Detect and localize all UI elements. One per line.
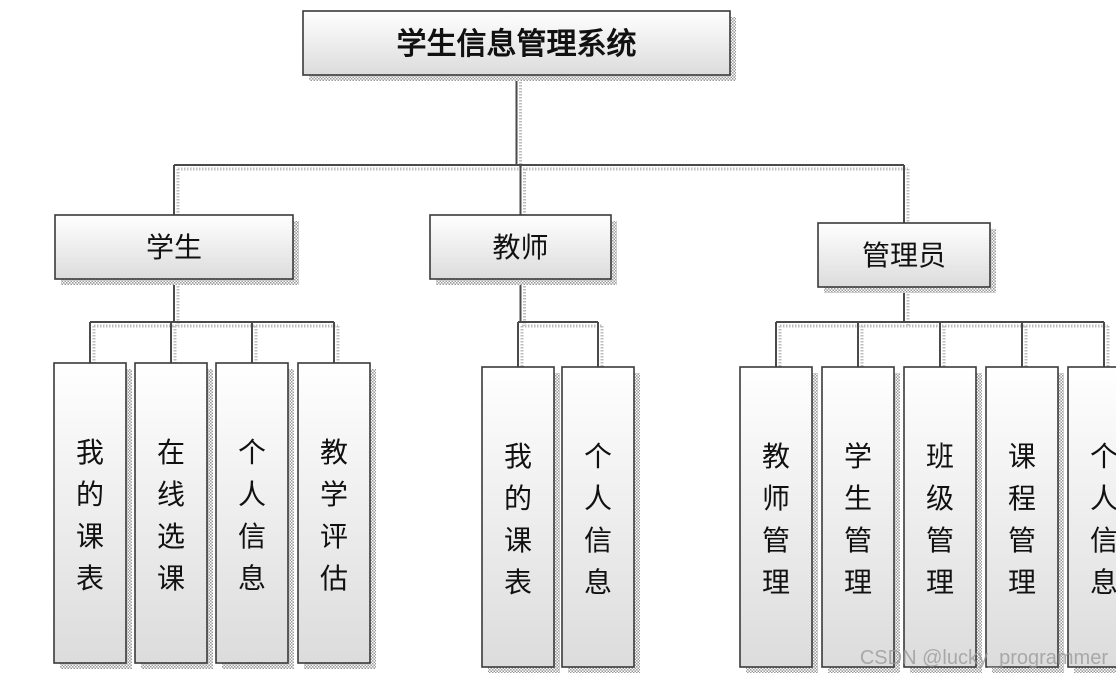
child-2-0-box: [739, 366, 813, 668]
child-0-2-label: 个人信息: [238, 436, 266, 595]
child-0-0-box: [53, 362, 127, 664]
child-2-2-box: [903, 366, 977, 668]
child-2-4-box: [1067, 366, 1116, 668]
group-2-box: [817, 222, 991, 288]
root-node-label: 学生信息管理系统: [397, 27, 637, 62]
watermark: CSDN @lucky_programmer: [859, 647, 1108, 669]
child-1-0-box: [481, 366, 555, 668]
child-1-0-label: 我的课表: [504, 440, 532, 599]
child-2-2-label: 班级管理: [926, 440, 954, 599]
connector-lines: [89, 75, 1110, 371]
root-node-box: [302, 10, 731, 76]
child-2-1-box: [821, 366, 895, 668]
child-0-0-label: 我的课表: [76, 436, 104, 595]
child-1-1-label: 个人信息: [584, 440, 612, 599]
group-2-label: 管理员: [862, 239, 946, 272]
child-0-1-box: [134, 362, 208, 664]
group-1-label: 教师: [492, 231, 548, 264]
child-0-1-label: 在线选课: [157, 436, 185, 595]
group-0-box: [54, 214, 294, 280]
child-2-3-box: [985, 366, 1059, 668]
child-2-0-label: 教师管理: [762, 440, 790, 599]
child-2-3-label: 课程管理: [1008, 440, 1036, 599]
group-1-box: [429, 214, 612, 280]
child-2-1-label: 学生管理: [844, 440, 872, 599]
child-1-1-box: [561, 366, 635, 668]
child-0-3-box: [297, 362, 371, 664]
group-0-label: 学生: [146, 231, 202, 264]
child-0-2-box: [215, 362, 289, 664]
child-0-3-label: 教学评估: [320, 436, 348, 595]
child-2-4-label: 个人信息: [1090, 440, 1116, 599]
